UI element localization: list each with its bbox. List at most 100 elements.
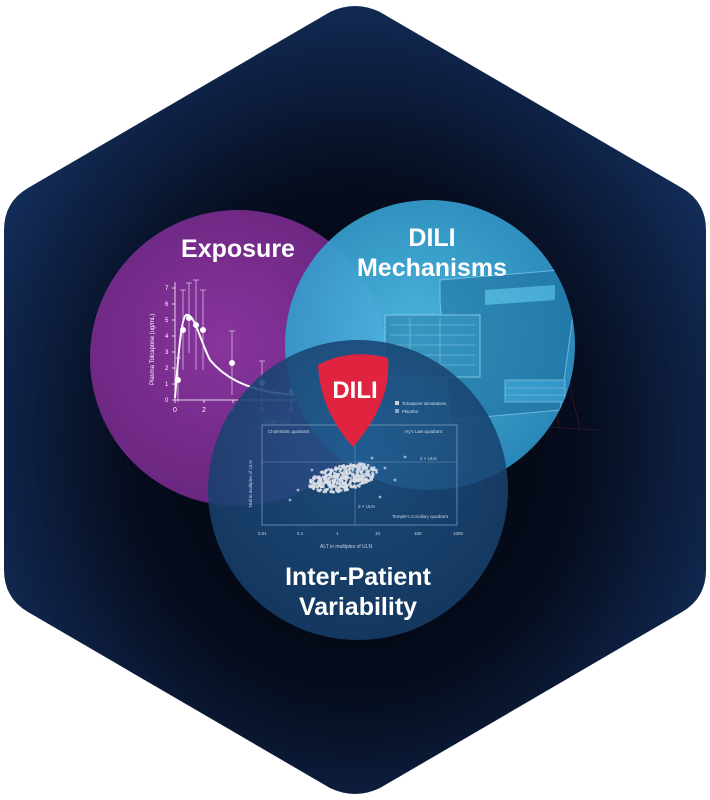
scatter-point (375, 468, 378, 472)
scatter-point (357, 477, 361, 481)
scatter-point (371, 473, 375, 477)
scatter-point (339, 467, 343, 471)
scatter-point (335, 487, 338, 491)
scatter-point (345, 475, 349, 479)
scatter-point (341, 481, 345, 485)
variability-x-tick-label: 1 (336, 531, 339, 536)
scatter-point (310, 468, 314, 472)
scatter-point (356, 484, 359, 487)
scatter-point (349, 485, 353, 488)
exposure-y-tick-label: 0 (165, 398, 169, 404)
scatter-point (329, 490, 333, 494)
variability-label-line1: Inter-Patient (285, 563, 432, 591)
scatter-point (383, 466, 387, 470)
scatter-point (345, 472, 349, 476)
scatter-point (333, 484, 337, 488)
scatter-point (317, 475, 321, 479)
variability-x-tick-label: 0.01 (258, 531, 267, 536)
scatter-point (344, 488, 348, 492)
scatter-point (361, 474, 365, 477)
variability-x-tick-label: 0.1 (297, 531, 304, 536)
quadrant-label-temples: Temple's Corollary quadrant (392, 514, 449, 519)
scatter-point (349, 476, 353, 480)
scatter-point (371, 475, 375, 479)
exposure-y-tick-label: 5 (165, 318, 169, 324)
scatter-point (375, 470, 378, 474)
exposure-data-point (180, 327, 186, 333)
mechanisms-label-line2: Mechanisms (357, 254, 507, 282)
scatter-point (338, 464, 342, 468)
scatter-point (331, 480, 335, 484)
scatter-point (378, 495, 382, 499)
scatter-point (323, 481, 327, 484)
scatter-point (361, 466, 364, 469)
scatter-point (324, 474, 328, 477)
scatter-point (345, 469, 349, 472)
scatter-point (337, 486, 341, 490)
scatter-point (338, 478, 342, 482)
scatter-point (316, 488, 320, 492)
scatter-point (366, 463, 370, 467)
exposure-plot-ylabel: Plasma Tolcapone (ug/mL) (150, 314, 156, 385)
scatter-point (340, 471, 343, 475)
scatter-point (314, 483, 318, 486)
scatter-point (321, 470, 324, 474)
scatter-point (328, 480, 331, 484)
scatter-point (336, 490, 340, 494)
exposure-y-tick-label: 3 (165, 350, 169, 356)
scatter-point (333, 479, 337, 483)
scatter-point (344, 485, 348, 489)
scatter-point (323, 471, 327, 475)
exposure-data-point (175, 377, 181, 383)
center-label: DILI (332, 377, 377, 404)
legend-swatch (395, 401, 399, 405)
scatter-point (338, 482, 341, 485)
legend-label: Placebo (402, 409, 419, 414)
exposure-y-tick-label: 7 (165, 286, 169, 292)
scatter-point (334, 467, 338, 471)
scatter-point (324, 476, 327, 479)
variability-plot: Cholestatic quadrant Hy's Law quadrant T… (248, 401, 464, 550)
scatter-point (370, 456, 374, 460)
scatter-point (333, 471, 336, 475)
scatter-point (393, 478, 397, 482)
scatter-point (309, 481, 313, 485)
exposure-data-point (193, 322, 199, 328)
threshold-label-3uln: 3 × ULN (358, 504, 375, 509)
scatter-point (367, 469, 371, 473)
scatter-point (365, 466, 369, 469)
legend-swatch (395, 409, 399, 413)
scatter-point (365, 470, 368, 473)
scatter-point (318, 478, 322, 481)
scatter-point (315, 485, 319, 489)
scatter-point (340, 464, 344, 468)
scatter-point (312, 487, 315, 491)
variability-x-tick-label: 10 (375, 531, 381, 536)
scatter-point (360, 481, 364, 485)
exposure-y-tick-label: 1 (165, 382, 169, 388)
scatter-point (339, 489, 343, 492)
scatter-point (319, 488, 323, 492)
scatter-point (351, 472, 355, 476)
quadrant-label-hys-law: Hy's Law quadrant (405, 429, 443, 434)
scatter-point (359, 469, 362, 473)
scatter-point (348, 480, 352, 483)
scatter-point (324, 488, 328, 491)
exposure-x-tick-label: 2 (202, 407, 206, 414)
scatter-point (367, 472, 371, 476)
scatter-point (367, 479, 371, 483)
scatter-point (329, 474, 333, 478)
scatter-point (363, 464, 366, 468)
mechanisms-label-line1: DILI (408, 224, 455, 252)
scatter-point (327, 483, 331, 486)
exposure-y-tick-label: 6 (165, 302, 169, 308)
variability-plot-ylabel: TBili in multiples of ULN (248, 460, 253, 508)
scatter-point (349, 464, 353, 468)
scatter-point (321, 475, 325, 479)
scatter-point (352, 464, 355, 467)
exposure-y-tick-label: 2 (165, 366, 169, 372)
scatter-point (309, 485, 313, 489)
scatter-point (360, 463, 364, 467)
scatter-point (330, 486, 333, 490)
